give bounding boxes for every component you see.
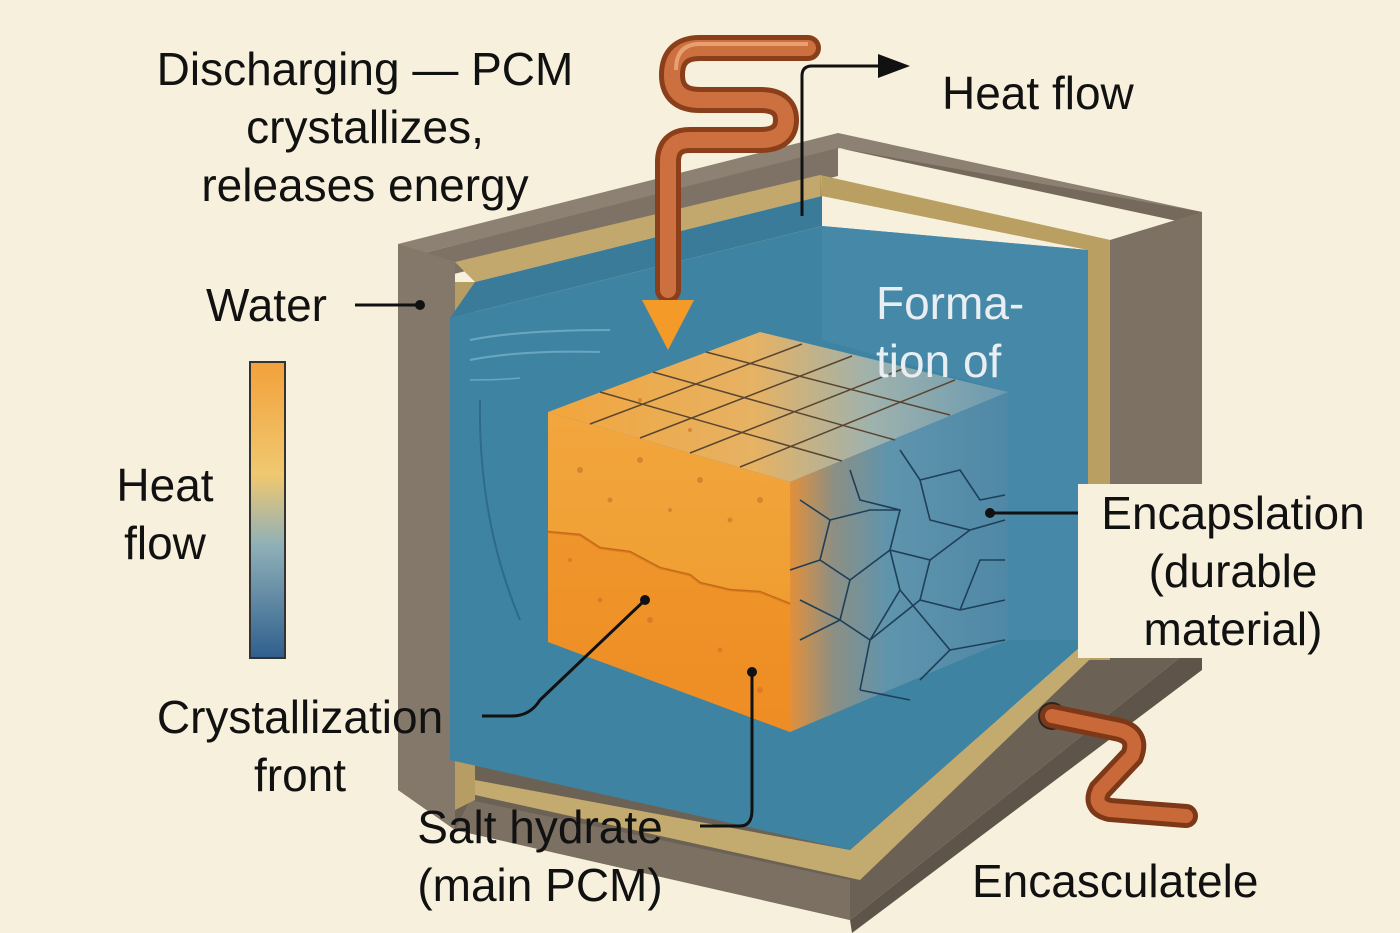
crystallization-front-label: Crystallization front xyxy=(156,691,444,801)
heat-flow-indicator-line xyxy=(800,54,910,216)
heat-flow-bar-label: Heat flow xyxy=(116,459,214,569)
pcm-block xyxy=(547,332,1008,732)
water-label: Water xyxy=(206,279,327,331)
copper-pipe-outlet xyxy=(1038,702,1198,828)
salt-hydrate-label: Salt hydrate (main PCM) xyxy=(417,801,663,911)
copper-pipe-inlet xyxy=(655,35,821,303)
heat-flow-down-arrow xyxy=(642,300,694,350)
encasculatele-label: Encasculatele xyxy=(972,855,1259,907)
heat-flow-top-label: Heat flow xyxy=(942,67,1134,119)
leader-lines xyxy=(355,303,1080,828)
heat-flow-color-bar xyxy=(249,361,286,659)
encapsulation-label: Encapslation (durable material) xyxy=(1078,484,1388,658)
formation-label: Forma- tion of xyxy=(876,277,1025,387)
discharging-label: Discharging — PCM crystallizes, releases… xyxy=(156,43,574,211)
